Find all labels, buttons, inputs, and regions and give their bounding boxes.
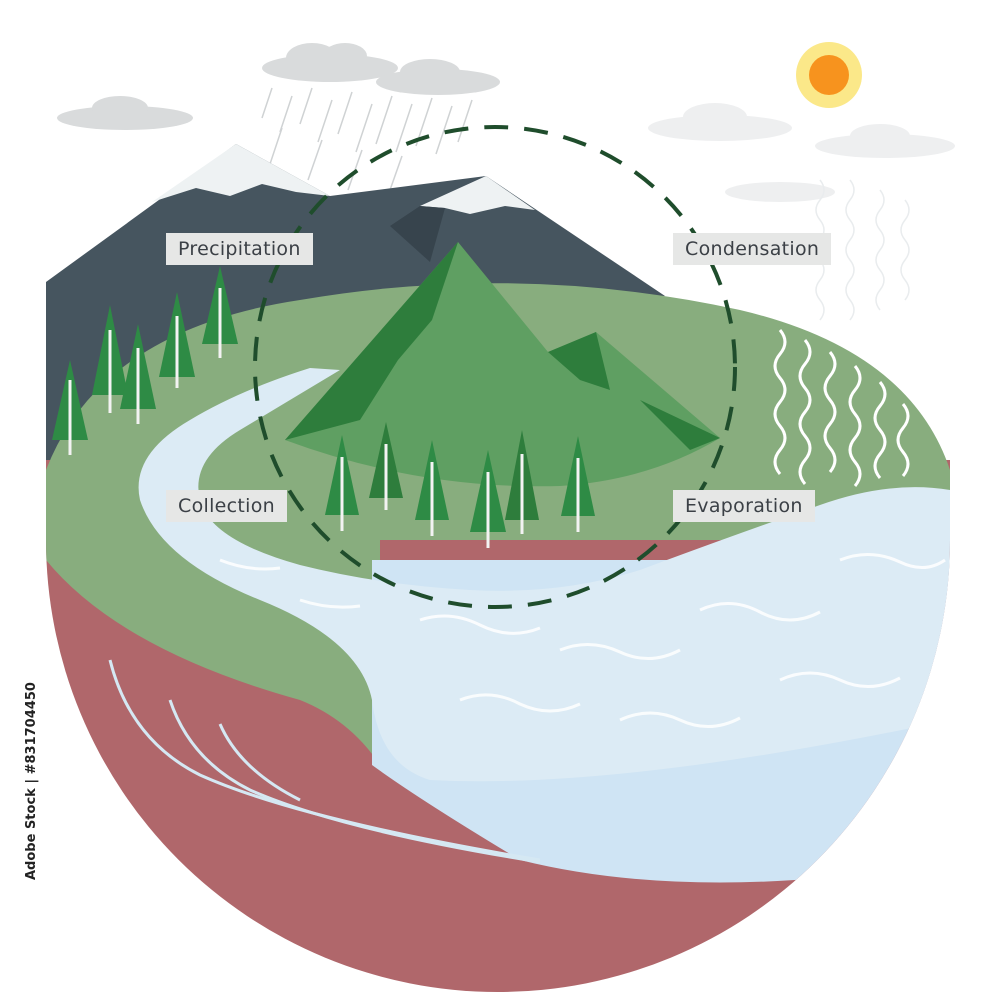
tree-icon — [52, 266, 238, 455]
sun-icon — [796, 42, 862, 108]
cycle-ring — [253, 125, 737, 609]
evaporation-label: Evaporation — [673, 490, 815, 522]
cloud-icon — [57, 43, 500, 130]
precipitation-label: Precipitation — [166, 233, 313, 265]
stock-id-watermark: Adobe Stock | #831704450 — [24, 682, 39, 880]
tree-icon — [325, 422, 595, 548]
evaporation-waves — [773, 329, 910, 487]
cloud-icon — [648, 103, 955, 202]
collection-label: Collection — [166, 490, 287, 522]
rain-icon — [261, 87, 473, 191]
condensation-label: Condensation — [673, 233, 832, 265]
mountain-icon — [285, 242, 720, 487]
